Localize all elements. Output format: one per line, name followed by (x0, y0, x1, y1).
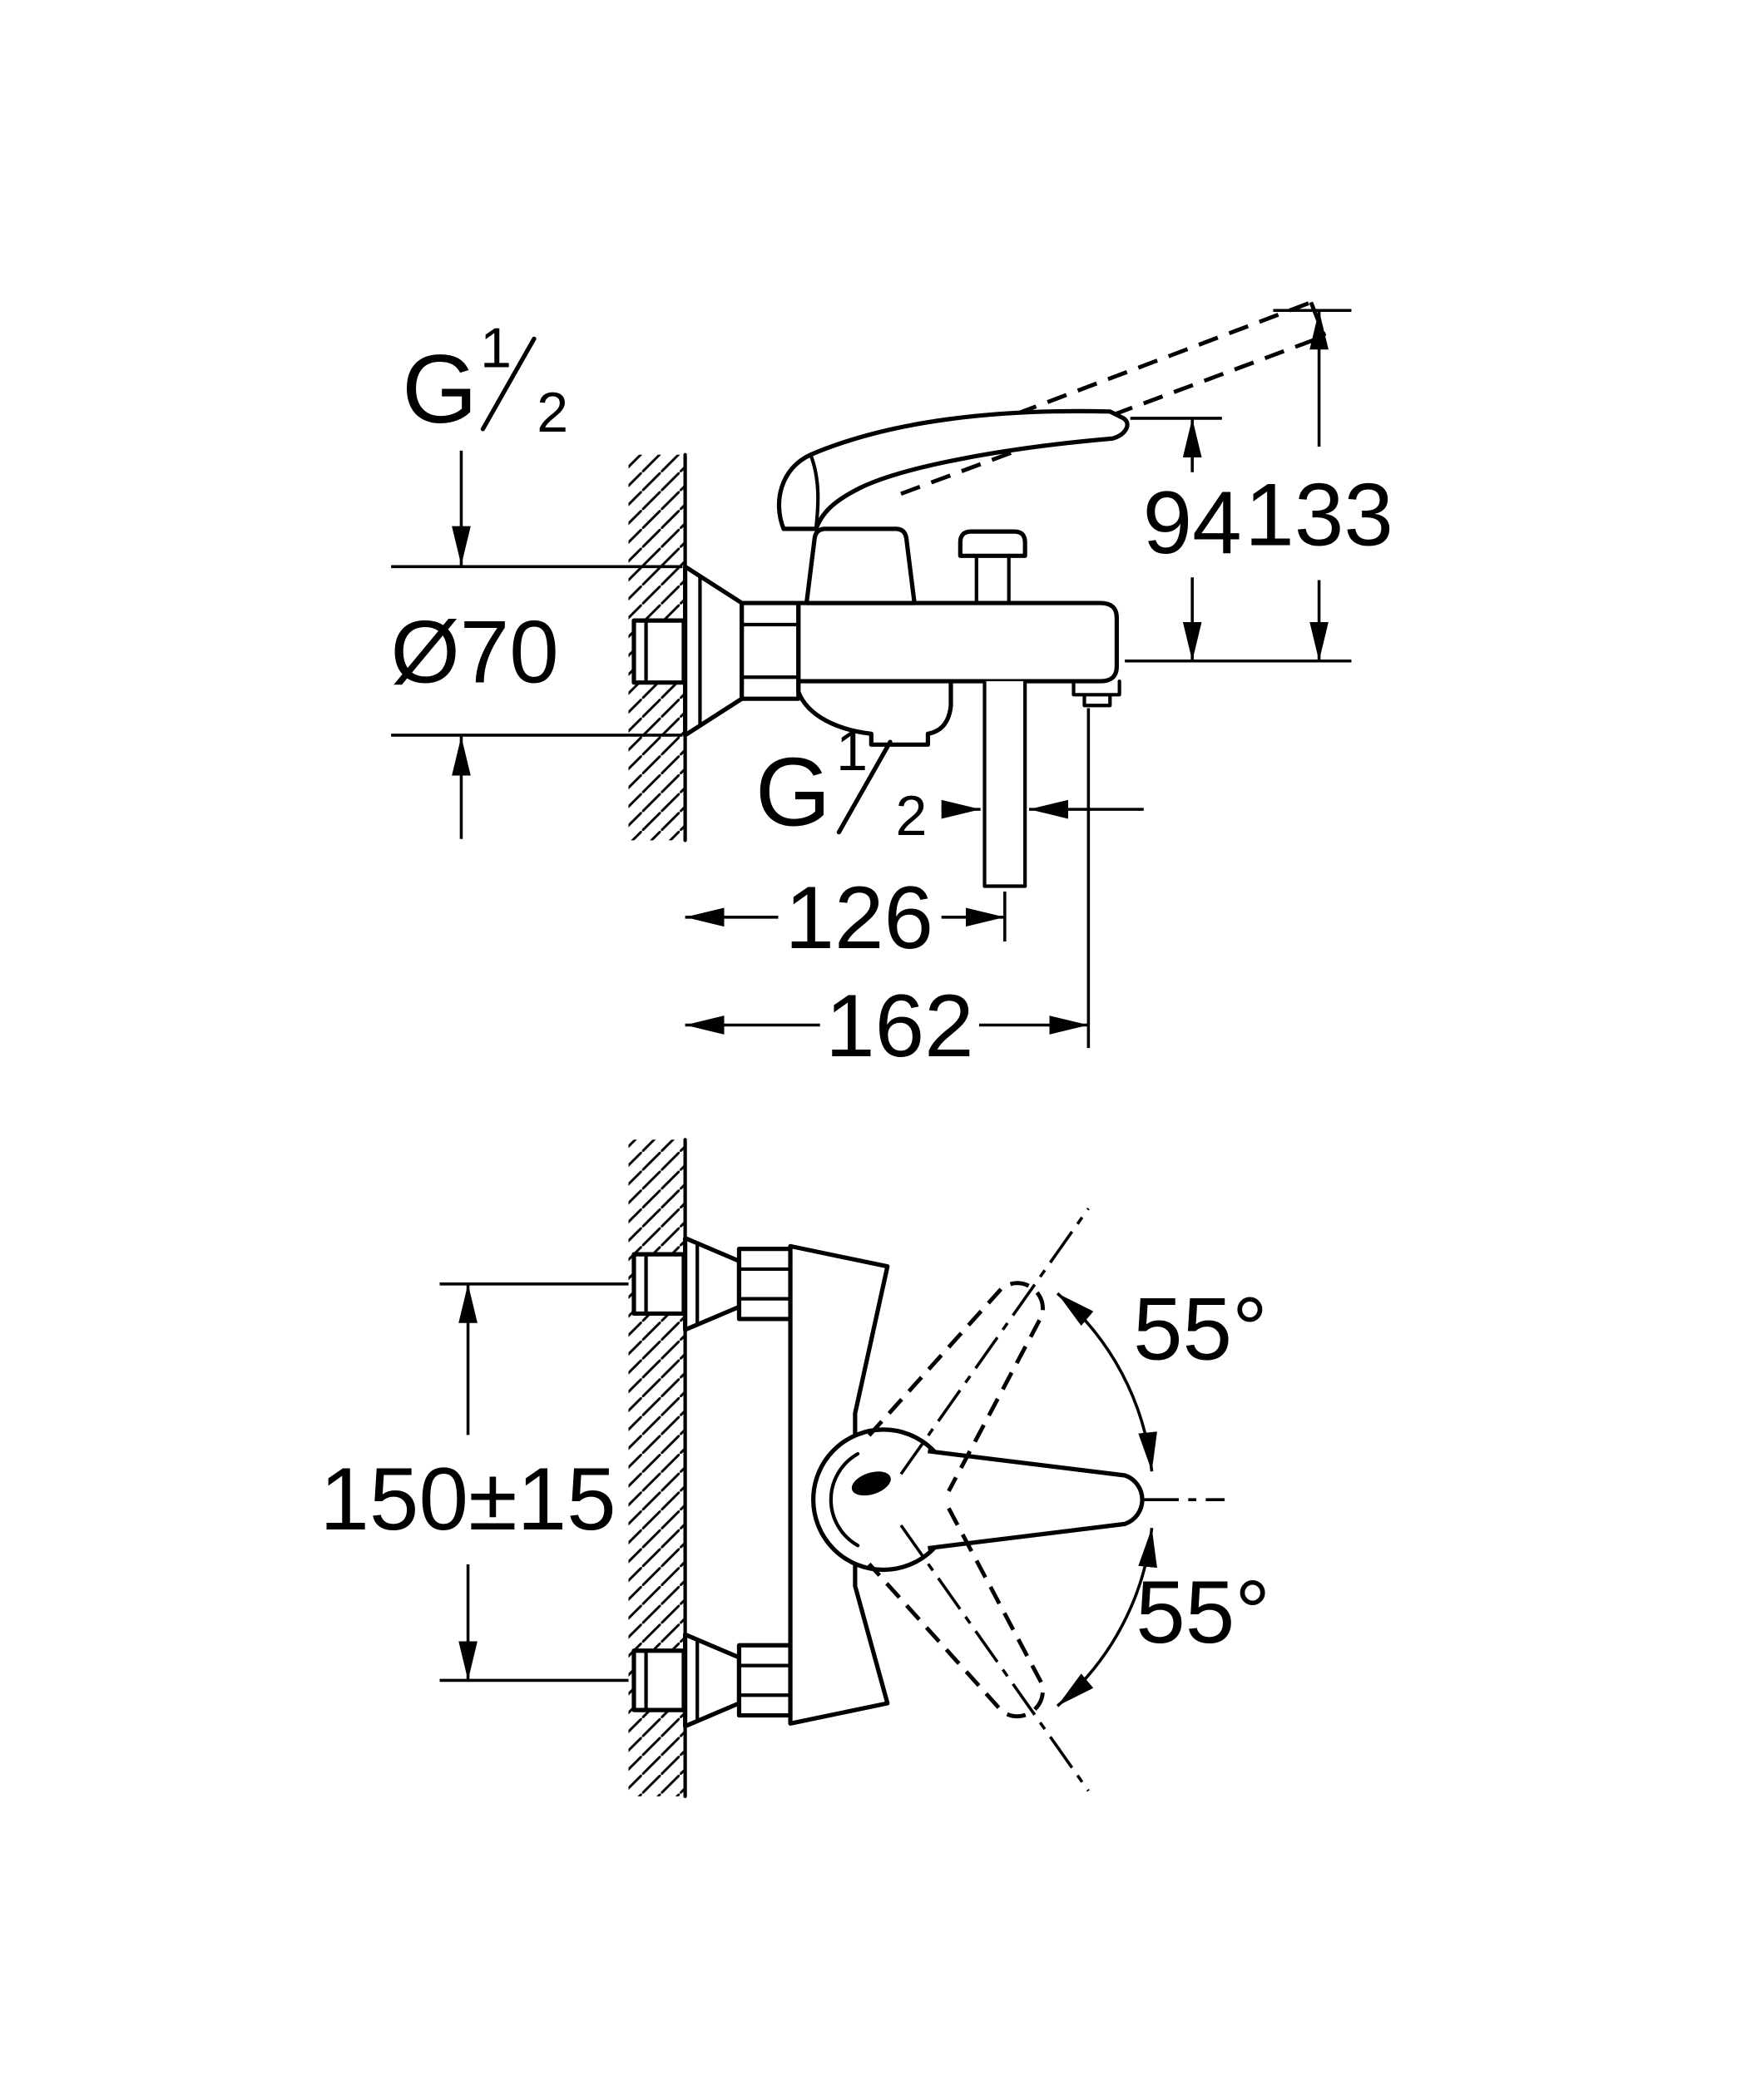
thread-outlet-denominator: 2 (896, 784, 928, 847)
dim-diameter-70: Ø70 (391, 565, 683, 839)
supply-connection-square (631, 618, 686, 685)
dim-162: 162 (685, 708, 1091, 1075)
dim-133: 133 (1125, 309, 1393, 663)
escutcheon (682, 564, 745, 738)
angle-label-up: 55° (1133, 1279, 1268, 1379)
dim-94: 94 (1130, 417, 1242, 661)
dim-150: 150±15 (319, 1282, 629, 1682)
union-nut-bottom (736, 1643, 793, 1718)
lever-handle-edge-line (809, 452, 820, 531)
lever-slot-mark (851, 1471, 891, 1496)
thread-wall-denominator: 2 (537, 381, 568, 444)
thread-wall-numerator: 1 (480, 316, 512, 379)
centerline-down-55 (899, 1524, 1090, 1792)
fraction-slash (480, 336, 537, 432)
dim-label-150: 150±15 (319, 1449, 616, 1549)
fraction-slash (836, 739, 893, 835)
lever-handle (776, 408, 1130, 531)
angle-arc-up (1056, 1292, 1157, 1472)
escutcheon-bottom (682, 1632, 742, 1729)
diverter-knob (958, 529, 1027, 605)
dim-label-diameter: Ø70 (391, 602, 559, 702)
thread-label-wall: G 1 2 (402, 316, 568, 566)
dim-label-126: 126 (784, 867, 933, 967)
dim-label-162: 162 (825, 976, 974, 1075)
angle-label-down: 55° (1136, 1562, 1270, 1662)
escutcheon-top (682, 1236, 742, 1332)
dim-label-133: 133 (1245, 464, 1393, 564)
cartridge-housing (804, 526, 917, 605)
thread-wall-base: G (402, 334, 478, 443)
plan-view: 55° 55° 150±15 (319, 1138, 1270, 1798)
angle-arc-down (1056, 1528, 1157, 1707)
mixer-body (796, 600, 1119, 684)
dome-inner-arc (829, 1451, 860, 1548)
supply-connection-square-top (631, 1252, 686, 1317)
tub-spout (796, 679, 953, 747)
thread-outlet-base: G (755, 738, 831, 847)
centerline-up-55 (899, 1207, 1090, 1475)
dim-label-94: 94 (1143, 472, 1242, 572)
shower-outlet-pipe (982, 679, 1027, 888)
thread-label-outlet: G 1 2 (755, 719, 1144, 847)
dim-126: 126 (685, 867, 1007, 967)
union-nut (740, 600, 801, 701)
union-nut-top (736, 1247, 793, 1322)
side-view: G 1 2 Ø70 94 133 (391, 300, 1393, 1075)
outlet-stub (1071, 679, 1121, 708)
supply-connection-square-bottom (631, 1648, 686, 1712)
thread-outlet-numerator: 1 (836, 719, 868, 783)
